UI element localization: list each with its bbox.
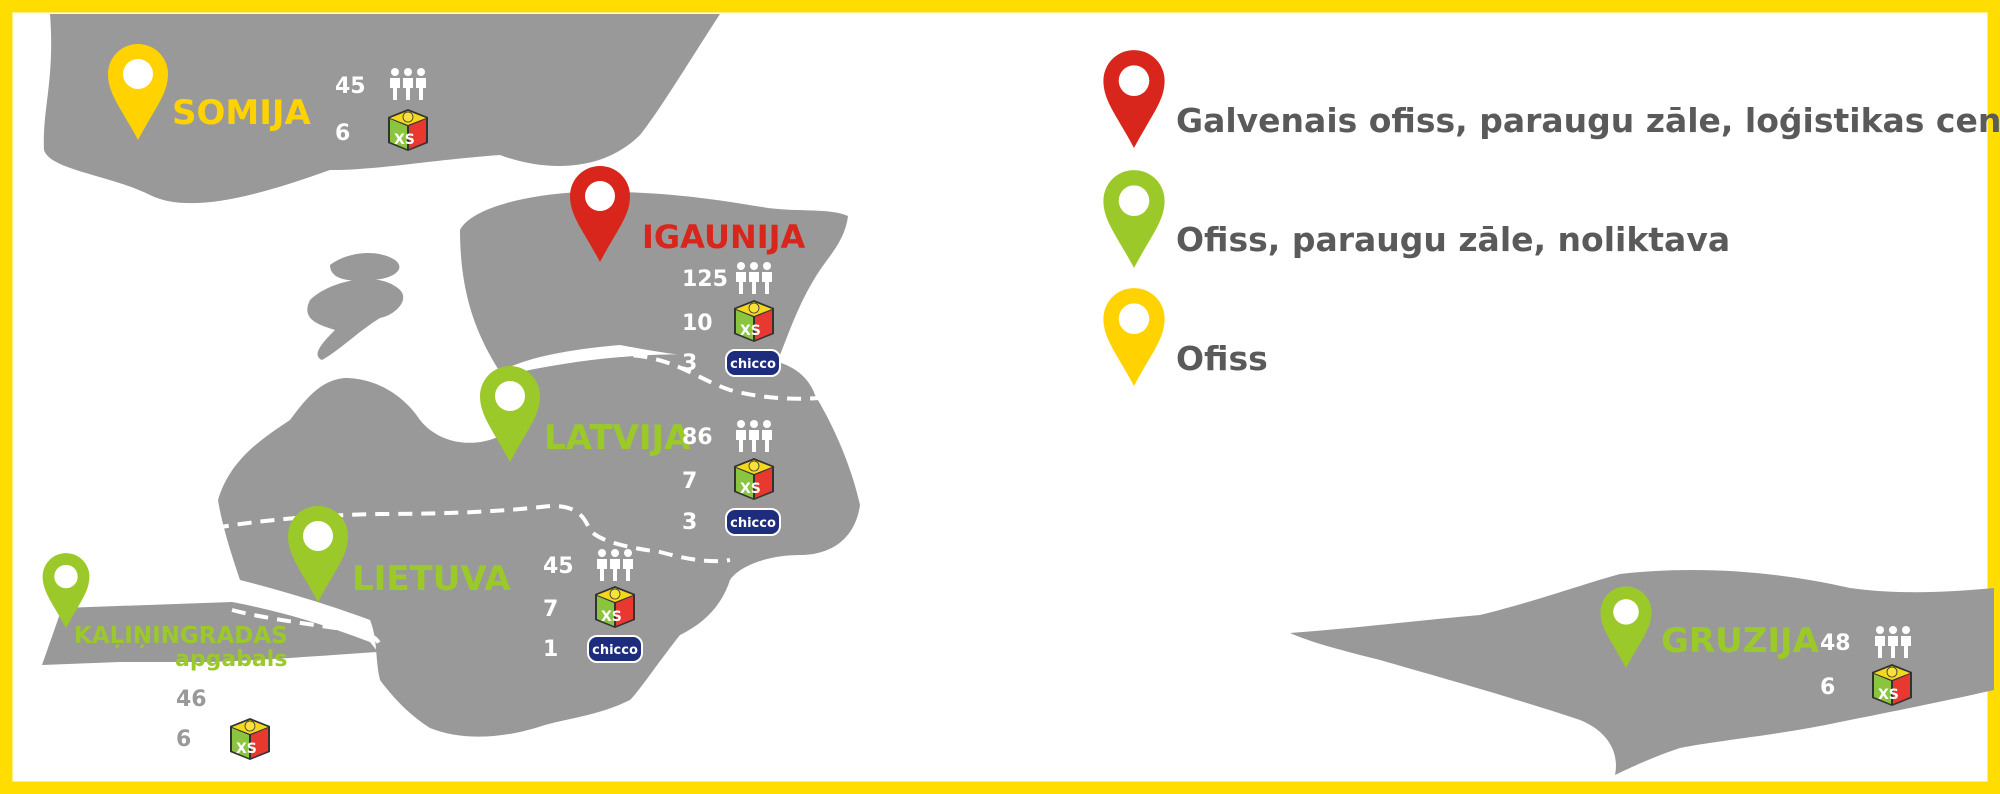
legend-item-office-warehouse: Ofiss, paraugu zāle, noliktava (1103, 170, 1730, 268)
svg-text:XS: XS (740, 323, 761, 339)
chicco-store-count: 1 (543, 637, 558, 662)
xs-logo-icon: XS (733, 457, 775, 501)
island-hiiumaa (330, 253, 400, 281)
employee-count: 86 (682, 425, 713, 450)
xs-store-count: 10 (682, 311, 713, 336)
xs-store-count: 6 (335, 121, 350, 146)
xs-store-count: 6 (176, 727, 191, 752)
xs-logo-icon: XS (229, 717, 271, 761)
georgia-land (1290, 570, 1994, 775)
border-lithuania-kaliningrad (231, 608, 382, 649)
chicco-logo-icon: chicco (725, 508, 781, 536)
office-pin-icon (1103, 288, 1165, 386)
legend-label: Galvenais ofiss, paraugu zāle, loģistika… (1176, 101, 2000, 140)
chicco-store-count: 3 (682, 351, 697, 376)
svg-text:XS: XS (236, 741, 257, 757)
border-estonia-latvia (519, 352, 821, 401)
svg-text:chicco: chicco (730, 357, 776, 372)
people-icon (736, 420, 772, 452)
finland-land (43, 14, 721, 204)
xs-store-count: 7 (682, 469, 697, 494)
employee-count: 48 (1820, 631, 1851, 656)
kaliningrad-land (42, 602, 378, 665)
people-icon (597, 549, 633, 581)
country-gruzija: GRUZIJA 48 6 XS (1600, 586, 1913, 707)
chicco-store-count: 3 (682, 510, 697, 535)
xs-store-count: 7 (543, 597, 558, 622)
country-lietuva: LIETUVA 45 7 XS 1 chicco (288, 506, 643, 663)
chicco-logo-icon: chicco (725, 349, 781, 377)
country-name: LIETUVA (352, 559, 511, 599)
employee-count: 46 (176, 687, 207, 712)
svg-text:chicco: chicco (592, 643, 638, 658)
employee-count: 45 (543, 554, 574, 579)
region-name: KAĻIŅINGRADAS (74, 623, 288, 649)
country-name: IGAUNIJA (642, 218, 806, 256)
chicco-logo-icon: chicco (587, 635, 643, 663)
people-icon (390, 68, 426, 100)
employee-count: 45 (335, 74, 366, 99)
country-kaliningrad: KAĻIŅINGRADAS apgabals 46 6 XS (42, 553, 288, 761)
legend: Galvenais ofiss, paraugu zāle, loģistika… (1103, 50, 2000, 386)
country-name: SOMIJA (172, 93, 312, 133)
svg-text:chicco: chicco (730, 516, 776, 531)
xs-logo-icon: XS (387, 108, 429, 152)
office-warehouse-pin-icon (1103, 170, 1165, 268)
island-saaremaa (307, 279, 404, 360)
legend-label: Ofiss (1176, 339, 1268, 378)
people-icon (1875, 626, 1911, 658)
country-latvija: LATVIJA 86 7 XS 3 chicco (480, 366, 781, 536)
people-icon (232, 681, 268, 713)
legend-label: Ofiss, paraugu zāle, noliktava (1176, 220, 1730, 259)
svg-text:XS: XS (1878, 687, 1899, 703)
head-office-pin-icon (1103, 50, 1165, 148)
people-icon (736, 262, 772, 294)
xs-logo-icon: XS (594, 585, 636, 629)
country-somija: SOMIJA 45 6 XS (108, 44, 429, 152)
xs-store-count: 6 (1820, 675, 1835, 700)
country-igaunija: IGAUNIJA 125 10 XS 3 chicco (570, 166, 806, 377)
country-name: GRUZIJA (1661, 621, 1820, 661)
svg-text:XS: XS (601, 609, 622, 625)
svg-text:XS: XS (740, 481, 761, 497)
xs-logo-icon: XS (733, 299, 775, 343)
xs-logo-icon: XS (1871, 663, 1913, 707)
employee-count: 125 (682, 267, 728, 292)
legend-item-head-office: Galvenais ofiss, paraugu zāle, loģistika… (1103, 50, 2000, 148)
svg-text:XS: XS (394, 132, 415, 148)
country-name: LATVIJA (544, 418, 691, 458)
legend-item-office: Ofiss (1103, 288, 1268, 386)
region-name-suffix: apgabals (175, 647, 287, 672)
